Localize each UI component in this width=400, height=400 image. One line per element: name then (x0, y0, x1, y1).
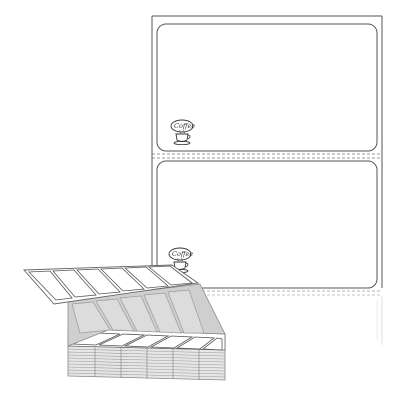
coffee-logo-text: Coffee (174, 122, 195, 130)
label-sheet: Coffee Coffee (151, 15, 383, 345)
label-1 (156, 23, 378, 152)
stack-top-strip (23, 264, 200, 305)
coffee-cup-icon: Coffee (168, 247, 193, 273)
fanfold-stack-icon (23, 264, 226, 381)
coffee-cup-icon: Coffee (170, 119, 195, 145)
stack-fold (67, 283, 226, 347)
stack-pile (67, 329, 226, 381)
perforation-line-1 (152, 153, 382, 159)
coffee-logo-text: Coffee (172, 250, 193, 258)
perforation-line-2 (152, 290, 382, 296)
label-2 (156, 160, 378, 289)
